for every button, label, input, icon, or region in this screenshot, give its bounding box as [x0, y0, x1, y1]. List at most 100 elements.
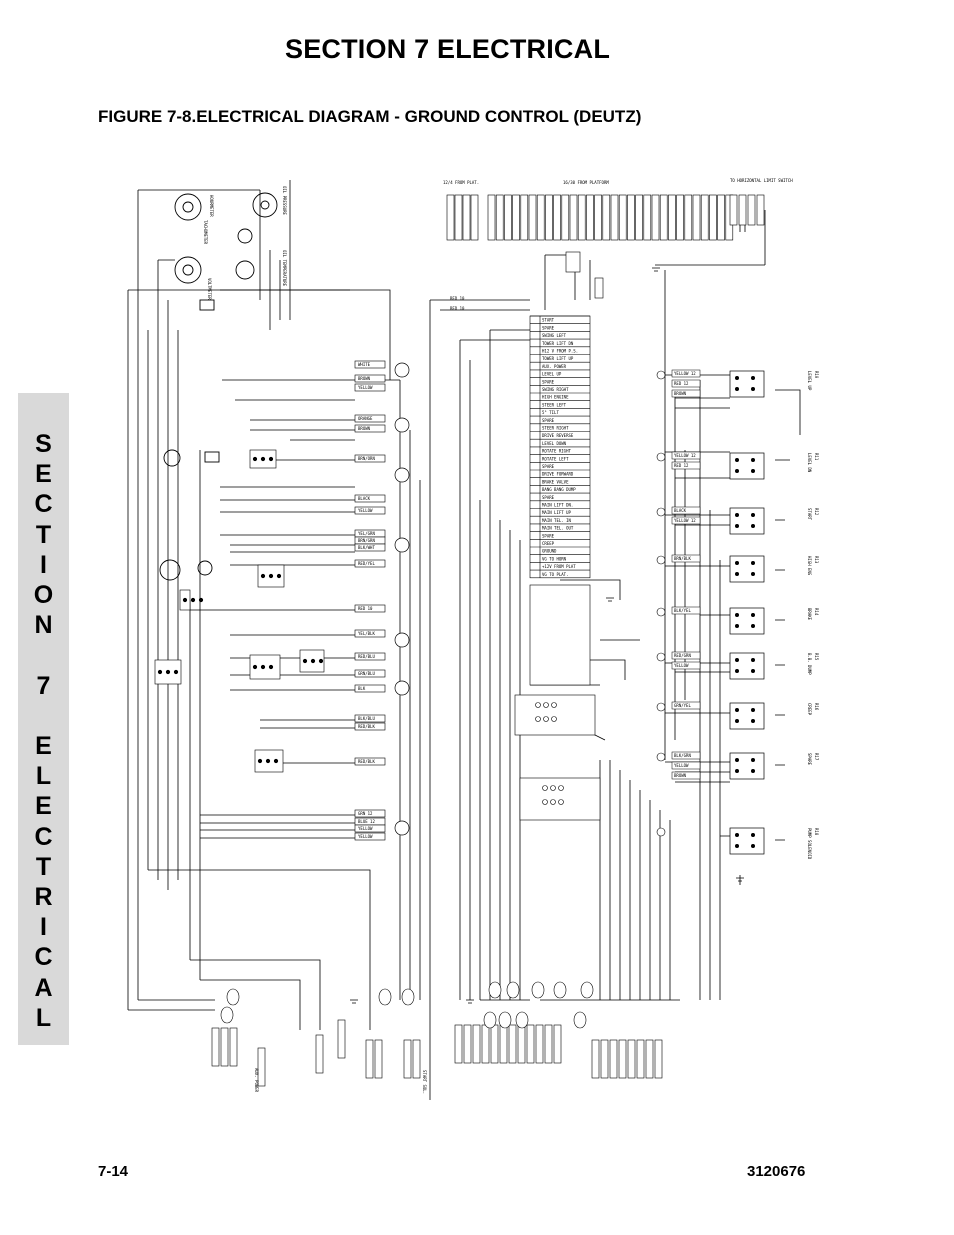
- terminal-strip-label: SWING LEFT: [542, 333, 567, 338]
- left-wire-label: RED/BLU: [358, 654, 375, 659]
- bottom-connector-pin: [403, 1039, 412, 1079]
- left-wire-tag: [354, 414, 386, 423]
- left-wire-tag: [354, 383, 386, 392]
- relay-terminal: [735, 376, 739, 380]
- side-tab-letter: R: [34, 883, 53, 912]
- left-wire-tag: [354, 669, 386, 678]
- side-tab-letter: I: [40, 550, 47, 579]
- relay-box: [729, 652, 765, 680]
- relay-wire-tag: [671, 379, 701, 388]
- left-wire-label: GRN 12: [358, 811, 373, 816]
- connector-callout: [394, 362, 410, 378]
- terminal-strip-label: SWING RIGHT: [542, 387, 569, 392]
- left-wire-tag: [354, 374, 386, 383]
- relay-wire-label: BRN/BLK: [674, 556, 691, 561]
- section-title: SECTION 7 ELECTRICAL: [285, 34, 611, 64]
- relay-terminal: [735, 708, 739, 712]
- relay-wire-label: YELLOW: [674, 663, 689, 668]
- top-connector-pin-main: [553, 194, 561, 241]
- left-wire-tag: [354, 454, 386, 463]
- bottom-connector-pin: [229, 1027, 238, 1067]
- top-connector-pin-main: [495, 194, 504, 241]
- left-wire-tag: [354, 506, 386, 515]
- oil-pressure-label: OIL PRESSURE: [282, 186, 287, 215]
- bottom-connector-pin: [517, 1024, 526, 1064]
- bottom-connector-callout: [553, 981, 567, 999]
- relay-terminal: [735, 658, 739, 662]
- relay-terminal: [735, 561, 739, 565]
- terminal-strip-label: SPARE: [542, 418, 555, 423]
- relay-callout: [656, 827, 666, 837]
- relay-wire-label: GRN/YEL: [674, 703, 691, 708]
- relay-wire-label: BLK/GRN: [674, 753, 691, 758]
- switch-pin: [198, 597, 204, 603]
- left-wire-label: BLK: [358, 686, 366, 691]
- relay-box: [729, 555, 765, 583]
- relay-terminal: [735, 769, 739, 773]
- left-wire-tag: [354, 832, 386, 841]
- side-tab-letter: I: [40, 913, 47, 942]
- bottom-connector-pin: [645, 1039, 654, 1079]
- relay-terminal: [751, 833, 755, 837]
- relay-wire-label: YELLOW 12: [674, 453, 696, 458]
- relay-pin: [543, 716, 549, 722]
- relay-pin: [542, 799, 548, 805]
- terminal-strip-label: GROUND: [542, 549, 557, 554]
- relay-function: LEVEL DN: [807, 453, 812, 473]
- terminal-strip-label: DRIVE REVERSE: [542, 433, 574, 438]
- connector-callout: [394, 632, 410, 648]
- gauge-cluster: [159, 192, 278, 581]
- relay-wire-tag: [671, 506, 701, 515]
- bottom-connector-callout: [378, 988, 392, 1006]
- side-tab-letter: T: [35, 520, 52, 549]
- switch-pin: [273, 758, 279, 764]
- relay-function: PUMP SOLENOID: [807, 828, 812, 860]
- terminal-strip-label: START: [542, 318, 555, 323]
- side-tab-letter: O: [33, 581, 54, 610]
- left-wire-label: YELLOW: [358, 834, 373, 839]
- bottom-connector-callout: [226, 988, 240, 1006]
- top-connector-blocks: [446, 194, 765, 299]
- relay-wire-label: BLK/YEL: [674, 608, 691, 613]
- bottom-connector-pin: [609, 1039, 618, 1079]
- side-tab-letter: L: [35, 762, 52, 791]
- relay-terminal: [751, 758, 755, 762]
- relay-wire-tag: [671, 771, 701, 780]
- relay-terminal: [751, 769, 755, 773]
- relay-pin: [543, 702, 549, 708]
- top-connector-pin-right: [756, 194, 765, 226]
- terminal-lower-block: [529, 584, 591, 686]
- left-switch-blocks: [154, 449, 325, 773]
- left-wire-label: BLK/WHT: [358, 545, 375, 550]
- bottom-connector-pin: [553, 1024, 562, 1064]
- relay-callout: [656, 652, 666, 662]
- top-connector-pin-main: [684, 194, 693, 241]
- left-wire-label: YEL/GRN: [358, 531, 375, 536]
- left-wire-tag: [354, 604, 386, 613]
- switch-pin: [260, 664, 266, 670]
- left-wire-label: BRN/ORN: [358, 456, 375, 461]
- red-10-label-a: RED 10: [450, 296, 465, 301]
- connector-callout: [394, 537, 410, 553]
- relay-id: R18: [814, 828, 819, 836]
- bottom-connector-callout: [220, 1006, 234, 1024]
- top-connector-pin-main: [536, 194, 545, 241]
- left-wire-label: RED/YEL: [358, 561, 375, 566]
- bottom-connector-pin: [365, 1039, 374, 1079]
- relay-id: R12: [814, 508, 819, 516]
- oil-temperature-label: OIL TEMPERATURE: [282, 250, 287, 287]
- top-connector-pin-main: [528, 194, 537, 241]
- relay-wire-tag: [671, 661, 701, 670]
- bottom-connector-pin: [481, 1024, 490, 1064]
- relay-pin: [535, 702, 541, 708]
- left-wire-label: BROWN: [358, 426, 371, 431]
- bottom-connector-pin: [374, 1039, 383, 1079]
- bottom-connector-pin: [472, 1024, 481, 1064]
- top-connector-pin-main: [520, 194, 529, 241]
- terminal-strip-label: VG TO HORN: [542, 556, 567, 561]
- relay-box: [729, 452, 765, 480]
- relay-terminal: [751, 658, 755, 662]
